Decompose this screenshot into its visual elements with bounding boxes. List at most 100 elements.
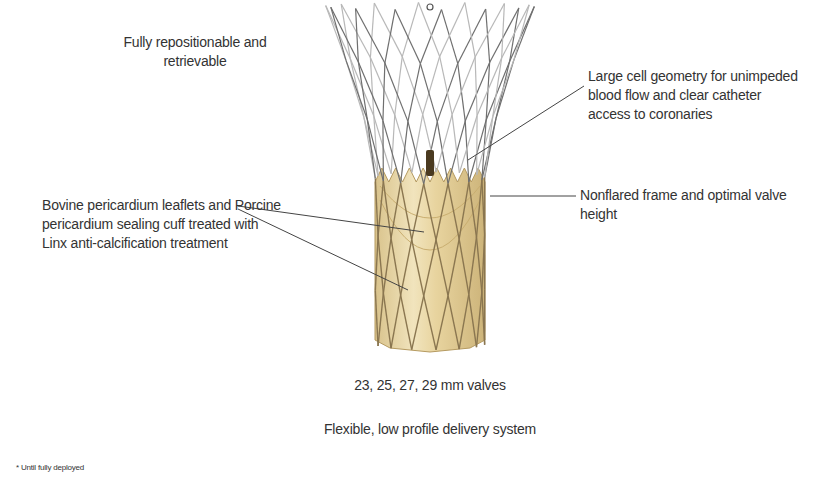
frame-strut — [477, 292, 482, 347]
frame-strut — [502, 3, 505, 58]
frame-strut — [331, 7, 359, 62]
frame-strut — [424, 240, 436, 296]
frame-strut — [358, 62, 383, 121]
frame-strut — [448, 296, 459, 349]
frame-strut — [459, 115, 477, 172]
frame-strut — [383, 121, 401, 184]
frame-strut — [448, 184, 459, 239]
frame-strut — [391, 286, 401, 339]
frame-strut — [412, 172, 424, 228]
frame-strut — [383, 286, 391, 341]
frame-strut — [412, 240, 424, 296]
frame-strut — [383, 63, 385, 120]
frame-strut — [412, 284, 424, 338]
frame-strut — [436, 228, 448, 284]
frame-strut — [469, 182, 477, 237]
frame-strut — [395, 57, 402, 115]
frame-strut — [482, 177, 485, 232]
frame-strut — [476, 115, 478, 174]
frame-strut — [385, 9, 395, 63]
frame-strut — [482, 289, 485, 342]
frame-strut — [437, 122, 448, 184]
frame-strut — [493, 60, 514, 117]
frame-strut — [440, 3, 465, 57]
frame-strut — [383, 174, 391, 231]
frame-strut — [459, 230, 469, 285]
frame-strut — [401, 284, 412, 339]
frame-strut — [367, 119, 375, 178]
frame-strut — [391, 174, 401, 229]
frame-strut — [383, 238, 391, 293]
frame-strut — [418, 2, 439, 56]
frame-strut — [346, 60, 367, 119]
frame-strut — [514, 5, 529, 60]
frame-strut — [378, 293, 383, 346]
frame-strut — [395, 9, 420, 63]
frame-strut — [401, 295, 412, 350]
frame-strut — [436, 172, 448, 228]
frame-strut — [459, 173, 469, 230]
frame-strut — [383, 231, 391, 286]
frame-strut — [375, 179, 378, 236]
callout-label: Fully repositionable and retrievable — [118, 33, 272, 71]
frame-strut — [358, 62, 367, 119]
frame-strut — [459, 182, 469, 239]
frame-strut — [465, 3, 475, 57]
frame-strut — [436, 115, 452, 172]
frame-strut — [469, 237, 477, 294]
frame-strut — [436, 240, 448, 296]
frame-strut — [374, 3, 402, 57]
leader-line — [468, 86, 584, 160]
frame-strut — [420, 64, 437, 122]
frame-strut — [510, 6, 535, 61]
leader-line — [238, 209, 408, 290]
frame-strut — [408, 121, 424, 184]
cuff-fabric — [375, 168, 485, 352]
frame-strut — [424, 184, 436, 240]
leader-lines — [238, 86, 584, 290]
frame-strut — [448, 173, 459, 228]
frame-strut — [459, 294, 469, 349]
frame-strut — [436, 296, 448, 350]
valve-frame — [326, 2, 535, 350]
frame-strut — [436, 284, 448, 338]
frame-strut — [469, 175, 477, 230]
frame-eyelet — [427, 4, 433, 10]
frame-strut — [477, 237, 482, 292]
frame-strut — [424, 284, 436, 338]
frame-strut — [440, 56, 452, 114]
frame-strut — [383, 293, 391, 348]
frame-strut — [477, 287, 482, 342]
frame-strut — [459, 285, 469, 340]
frame-strut — [375, 236, 378, 291]
frame-strut — [424, 228, 436, 284]
callout-label: Bovine pericardium leaflets and Porcine … — [42, 196, 282, 253]
frame-strut — [459, 239, 469, 294]
frame-strut — [420, 10, 441, 64]
frame-strut — [367, 119, 383, 181]
frame-strut — [477, 180, 482, 237]
frame-strut — [356, 9, 359, 62]
frame-strut — [469, 294, 477, 347]
frame-strut — [469, 230, 477, 287]
sealing-cuff — [375, 168, 485, 352]
callout-label: 23, 25, 27, 29 mm valves — [320, 376, 540, 395]
frame-strut — [378, 181, 383, 236]
frame-strut — [375, 291, 378, 346]
frame-strut — [477, 58, 502, 115]
frame-strut — [484, 177, 485, 234]
frame-strut — [412, 228, 424, 284]
frame-strut — [469, 287, 477, 340]
frame-strut — [448, 285, 459, 338]
frame-strut — [370, 57, 394, 114]
frame-strut — [401, 183, 412, 240]
frame-strut — [356, 9, 385, 64]
frame-strut — [448, 239, 459, 296]
frame-strut — [424, 122, 438, 184]
frame-strut — [412, 296, 424, 350]
frame-strut — [482, 232, 485, 289]
frame-strut — [475, 57, 477, 116]
frame-strut — [452, 57, 475, 115]
frame-strut — [493, 58, 502, 117]
frame-strut — [401, 229, 412, 284]
